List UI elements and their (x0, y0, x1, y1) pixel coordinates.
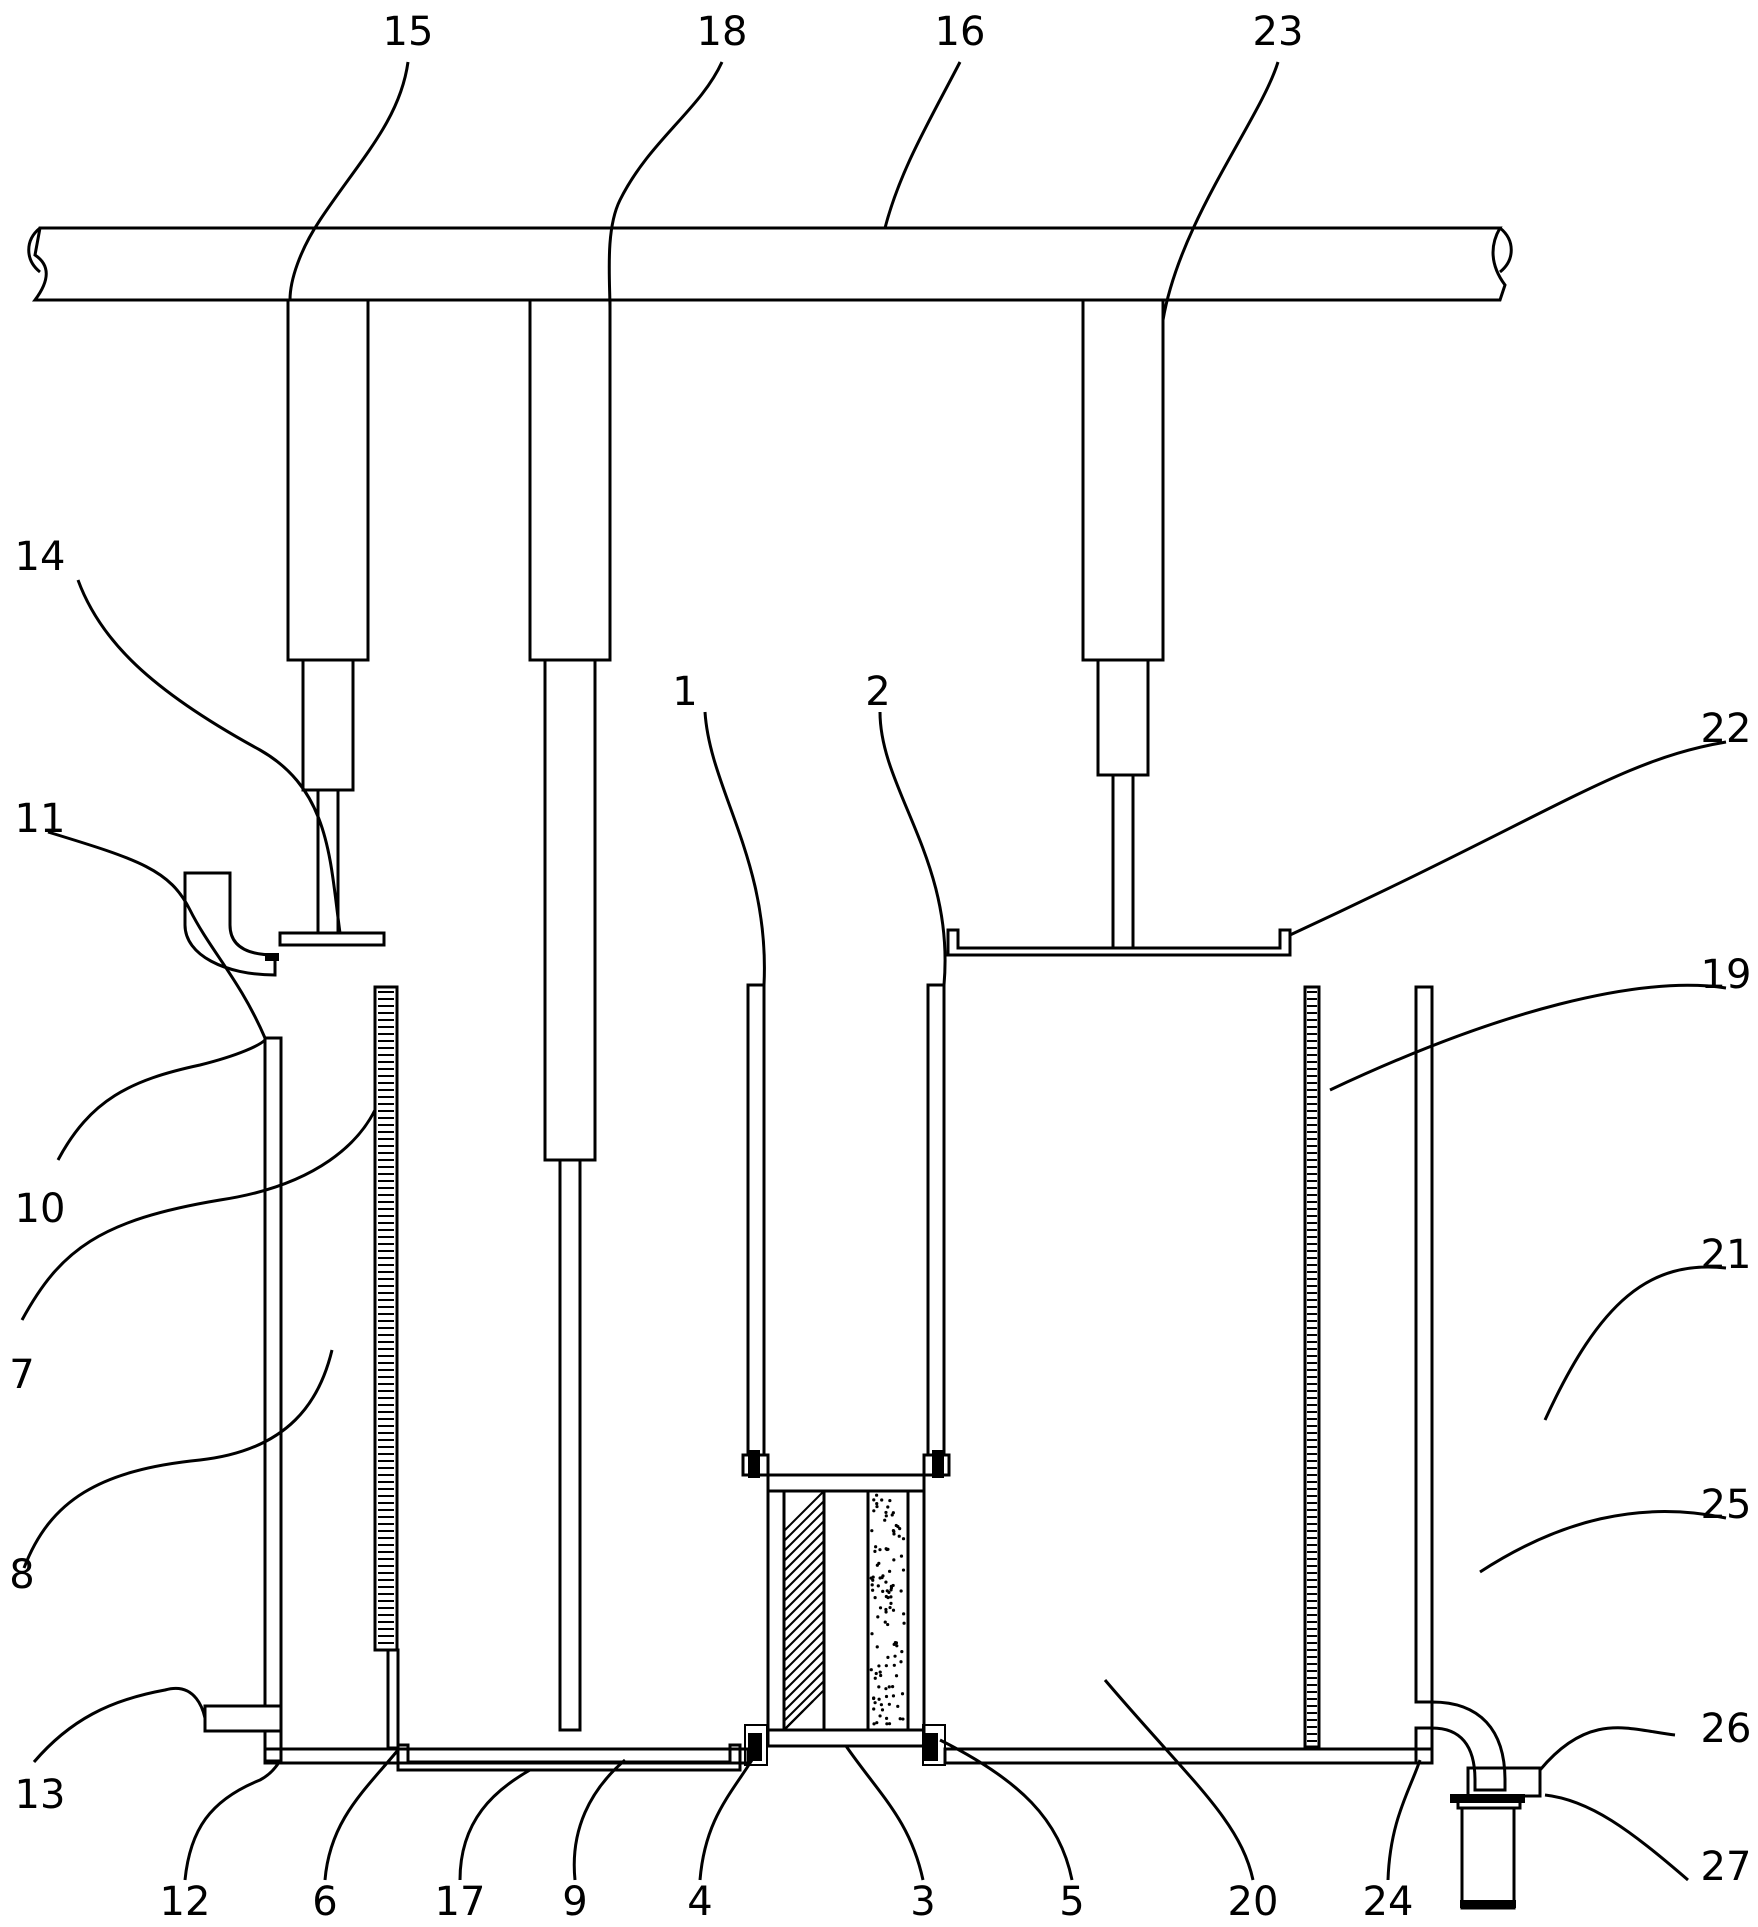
label-18: 18 (697, 9, 748, 55)
mesh-19 (1307, 991, 1317, 1742)
label-1: 1 (672, 669, 697, 715)
label-13: 13 (15, 1772, 66, 1818)
press-plate-17 (396, 1743, 742, 1772)
right-tank (943, 985, 1542, 1910)
cylinder-15 (278, 298, 386, 947)
label-9: 9 (562, 1879, 587, 1925)
label-24: 24 (1363, 1879, 1414, 1925)
label-8: 8 (9, 1552, 34, 1598)
press-plate-22 (946, 928, 1292, 957)
left-tank (203, 985, 750, 1765)
label-3: 3 (910, 1879, 935, 1925)
label-12: 12 (160, 1879, 211, 1925)
label-16: 16 (935, 9, 986, 55)
label-7: 7 (9, 1352, 34, 1398)
label-10: 10 (15, 1186, 66, 1232)
center-column (741, 983, 951, 1766)
label-6: 6 (312, 1879, 337, 1925)
label-22: 22 (1701, 706, 1752, 752)
inlet-pipe-11 (183, 871, 279, 977)
leader-lines (20, 61, 1727, 1882)
label-11: 11 (15, 796, 66, 842)
label-19: 19 (1701, 952, 1752, 998)
label-15: 15 (383, 9, 434, 55)
label-17: 17 (435, 1879, 486, 1925)
label-27: 27 (1701, 1844, 1752, 1890)
cylinder-18 (528, 298, 612, 1732)
part-labels: 15 18 16 23 14 1 2 22 11 19 10 7 21 25 8… (9, 9, 1751, 1925)
label-26: 26 (1701, 1706, 1752, 1752)
label-4: 4 (687, 1879, 712, 1925)
label-14: 14 (15, 534, 66, 580)
cylinder-23 (1081, 298, 1165, 950)
label-21: 21 (1701, 1232, 1752, 1278)
mesh-7 (378, 991, 394, 1644)
top-beam (27, 226, 1513, 302)
label-25: 25 (1701, 1482, 1752, 1528)
label-5: 5 (1059, 1879, 1084, 1925)
label-20: 20 (1228, 1879, 1279, 1925)
label-23: 23 (1253, 9, 1304, 55)
label-2: 2 (865, 669, 890, 715)
